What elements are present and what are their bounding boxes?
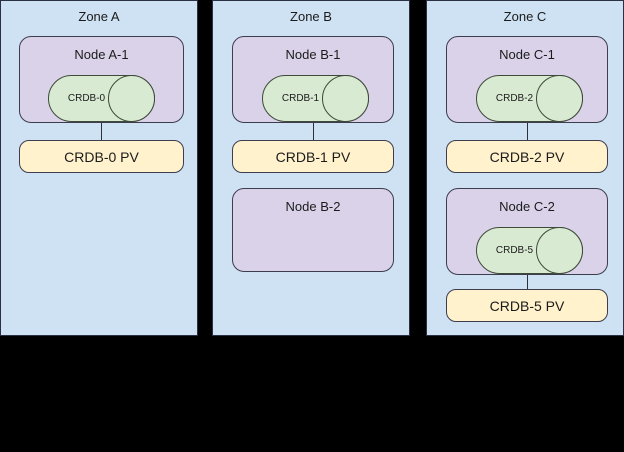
- node-c-2-title: Node C-2: [499, 199, 555, 214]
- database-cylinder-crdb-0: CRDB-0: [48, 75, 155, 122]
- zone-c-title: Zone C: [503, 9, 547, 24]
- zone-c: Zone C Node C-1 CRDB-2 CRDB-2 PV Node C-…: [426, 0, 624, 336]
- pv-crdb-5-label: CRDB-5 PV: [489, 297, 565, 314]
- connector-node-c-2-to-pv: [527, 275, 528, 289]
- zone-a: Zone A Node A-1 CRDB-0 CRDB-0 PV: [0, 0, 198, 336]
- connector-node-b-1-to-pv: [313, 123, 314, 140]
- database-cylinder-crdb-1: CRDB-1: [262, 75, 369, 122]
- node-b-1: Node B-1 CRDB-1: [232, 36, 394, 123]
- node-c-2: Node C-2 CRDB-5: [446, 188, 608, 275]
- connector-node-c-1-to-pv: [527, 123, 528, 140]
- node-b-2: Node B-2: [232, 188, 394, 272]
- pv-crdb-0-label: CRDB-0 PV: [64, 148, 139, 165]
- database-cylinder-crdb-5: CRDB-5: [476, 227, 583, 274]
- node-b-2-title: Node B-2: [285, 199, 341, 214]
- pv-crdb-2-label: CRDB-2 PV: [489, 148, 565, 165]
- zone-b: Zone B Node B-1 CRDB-1 CRDB-1 PV Node B-…: [212, 0, 410, 336]
- connector-node-a-1-to-pv: [101, 123, 102, 140]
- pv-crdb-2: CRDB-2 PV: [446, 140, 608, 173]
- pv-crdb-1: CRDB-1 PV: [232, 140, 394, 173]
- zone-a-title: Zone A: [78, 9, 120, 24]
- pv-crdb-0: CRDB-0 PV: [19, 140, 184, 173]
- database-cylinder-crdb-2: CRDB-2: [476, 75, 583, 122]
- node-a-1: Node A-1 CRDB-0: [19, 36, 184, 123]
- node-a-1-title: Node A-1: [74, 47, 129, 62]
- node-b-1-title: Node B-1: [285, 47, 341, 62]
- node-c-1-title: Node C-1: [499, 47, 555, 62]
- pv-crdb-5: CRDB-5 PV: [446, 289, 608, 322]
- zone-b-title: Zone B: [290, 9, 332, 24]
- pv-crdb-1-label: CRDB-1 PV: [275, 148, 351, 165]
- node-c-1: Node C-1 CRDB-2: [446, 36, 608, 123]
